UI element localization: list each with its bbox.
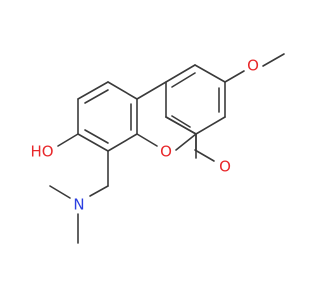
molecule-structure: O HO O O N (30, 53, 285, 244)
bond (107, 133, 138, 152)
bond (194, 149, 215, 162)
bond (175, 133, 197, 151)
bond (57, 133, 79, 147)
bond (77, 81, 109, 100)
molecule-diagram: O HO O O N (30, 53, 285, 244)
hydroxyl-group (57, 133, 79, 147)
bond (224, 70, 245, 83)
bond (195, 116, 226, 135)
right-benzene-ring (165, 64, 226, 135)
hydroxyl-label: HO (30, 143, 53, 161)
bond (89, 185, 109, 197)
double-bond-inner (84, 89, 109, 104)
methoxy-group (224, 53, 285, 83)
carbonyl-group (194, 133, 215, 162)
ring-oxygen-label: O (160, 143, 172, 161)
bond (194, 64, 226, 83)
bond (262, 53, 285, 67)
left-benzene-ring (77, 81, 138, 152)
bond (107, 81, 138, 100)
bond (136, 81, 167, 100)
bond (136, 133, 158, 147)
double-bond-inner (84, 129, 109, 144)
double-bond-inner (171, 115, 191, 128)
methoxy-oxygen-label: O (247, 57, 259, 75)
dimethylaminomethyl-group (49, 150, 109, 244)
amine-nitrogen-label: N (73, 196, 84, 214)
bond (77, 133, 109, 152)
double-bond-inner (171, 72, 196, 88)
bond (165, 116, 197, 135)
bond (165, 64, 196, 83)
carbonyl-oxygen-label: O (219, 158, 231, 176)
bond (49, 185, 71, 199)
